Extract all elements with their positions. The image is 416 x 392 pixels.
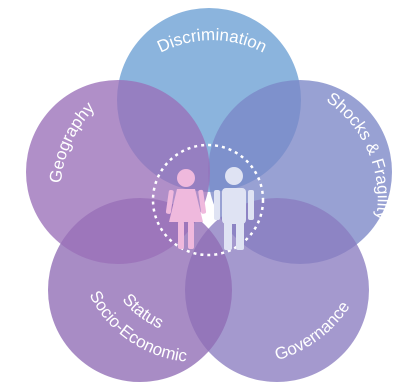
- female-person-icon: [165, 169, 207, 249]
- male-person-icon: [214, 167, 254, 250]
- center-dashed-ring: [151, 143, 265, 257]
- petal-group: [26, 8, 392, 382]
- geography-petal: [26, 80, 210, 264]
